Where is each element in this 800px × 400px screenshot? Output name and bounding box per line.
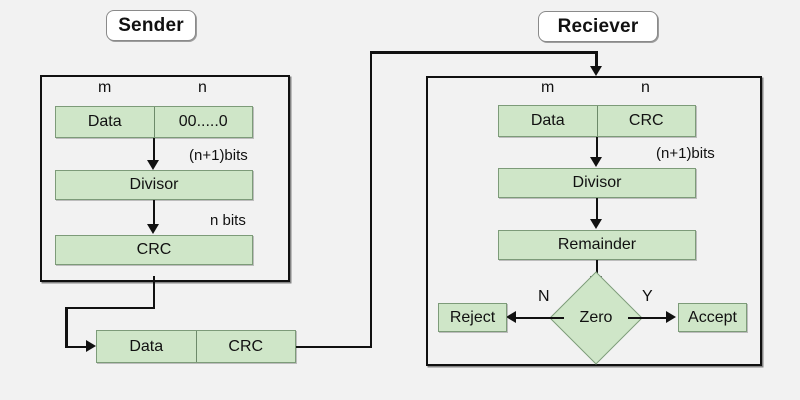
receiver-frame-crc-label: CRC xyxy=(628,112,664,129)
receiver-label-m: m xyxy=(541,79,555,96)
receiver-label-n: n xyxy=(641,79,650,96)
transmission-out-segment-down xyxy=(595,51,598,68)
sender-title-pill: Sender xyxy=(106,10,196,41)
sender-out-segment-down2 xyxy=(65,306,68,348)
sender-label-m: m xyxy=(98,79,112,96)
sender-frame-zeros-cell: 00.....0 xyxy=(155,107,253,137)
receiver-divisor-box: Divisor xyxy=(498,168,696,198)
transmission-crc-label: CRC xyxy=(228,337,264,355)
receiver-zero-decision: Zero xyxy=(549,271,643,365)
receiver-title-pill: Reciever xyxy=(538,11,658,42)
branch-yes-label: Y xyxy=(642,288,653,305)
receiver-arrow-remainder-to-zero-line xyxy=(595,260,598,278)
branch-no-arrow-head xyxy=(506,311,516,323)
receiver-remainder-box: Remainder xyxy=(498,230,696,260)
receiver-arrow-divisor-to-remainder-head xyxy=(590,219,602,229)
sender-crc-label: CRC xyxy=(136,241,172,258)
receiver-accept-label: Accept xyxy=(688,308,737,326)
transmission-out-arrow-head xyxy=(589,66,602,76)
receiver-arrow-frame-to-divisor-line xyxy=(595,137,598,159)
zero-diamond-label-wrap: Zero xyxy=(563,285,629,351)
sender-annotation-nbits: n bits xyxy=(210,212,246,229)
sender-arrow-divisor-to-crc-head xyxy=(147,224,159,234)
receiver-divisor-label: Divisor xyxy=(572,174,622,191)
branch-yes-arrow-head xyxy=(666,311,676,323)
sender-arrow-divisor-to-crc-line xyxy=(152,200,155,226)
sender-out-segment-left xyxy=(65,306,155,309)
transmission-frame: Data CRC xyxy=(96,330,296,363)
transmission-out-segment-top xyxy=(369,51,598,54)
branch-yes-line xyxy=(628,316,668,319)
receiver-frame-crc-cell: CRC xyxy=(598,106,696,136)
branch-no-line xyxy=(516,316,564,319)
receiver-frame-data-label: Data xyxy=(530,112,565,129)
receiver-title-text: Reciever xyxy=(557,15,639,37)
branch-no-label: N xyxy=(538,288,550,305)
sender-annotation-nplus1bits: (n+1)bits xyxy=(189,147,248,164)
receiver-remainder-label: Remainder xyxy=(557,236,637,253)
receiver-reject-label: Reject xyxy=(449,308,496,326)
receiver-decision-label: Zero xyxy=(579,309,613,326)
receiver-annotation-nplus1bits: (n+1)bits xyxy=(656,145,715,162)
transmission-out-segment-right xyxy=(296,345,372,348)
receiver-reject-box: Reject xyxy=(438,303,507,332)
sender-out-segment-down1 xyxy=(152,276,155,309)
sender-frame-zeros-label: 00.....0 xyxy=(178,113,228,130)
sender-arrow-frame-to-divisor-head xyxy=(147,160,159,170)
transmission-data-cell: Data xyxy=(97,331,197,362)
sender-title-text: Sender xyxy=(118,14,184,36)
transmission-out-segment-up xyxy=(369,51,372,347)
receiver-arrow-divisor-to-remainder-line xyxy=(595,198,598,220)
sender-divisor-box: Divisor xyxy=(55,170,253,200)
sender-arrow-frame-to-divisor-line xyxy=(152,138,155,162)
receiver-frame: Data CRC xyxy=(498,105,696,137)
sender-frame-data-label: Data xyxy=(87,113,122,130)
sender-crc-box: CRC xyxy=(55,235,253,265)
sender-divisor-label: Divisor xyxy=(129,176,179,193)
sender-frame-data-cell: Data xyxy=(56,107,155,137)
sender-label-n: n xyxy=(198,79,207,96)
sender-out-arrow-head xyxy=(86,340,96,352)
transmission-data-label: Data xyxy=(129,337,164,355)
sender-frame: Data 00.....0 xyxy=(55,106,253,138)
receiver-arrow-frame-to-divisor-head xyxy=(590,157,602,167)
sender-out-segment-right xyxy=(65,345,89,348)
transmission-crc-cell: CRC xyxy=(197,331,296,362)
receiver-frame-data-cell: Data xyxy=(499,106,598,136)
receiver-accept-box: Accept xyxy=(678,303,747,332)
